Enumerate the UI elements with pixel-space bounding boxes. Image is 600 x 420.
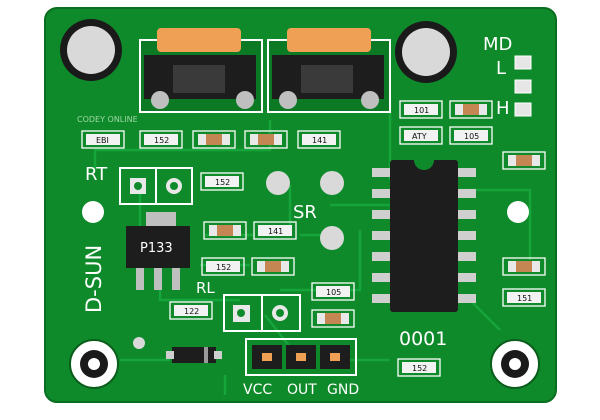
svg-text:151: 151 — [517, 294, 532, 303]
silk-serial-number: 0001 — [399, 328, 447, 350]
mounting-hole-bottom-left-center — [88, 358, 100, 370]
diode — [166, 347, 222, 363]
resistor-141-top: 141 — [297, 130, 341, 149]
silk-gnd-label: GND — [327, 382, 359, 398]
silk-l-label: L — [496, 58, 506, 79]
resistor-aty: ATY — [399, 126, 443, 145]
silk-out-label: OUT — [287, 382, 317, 398]
capacitor-smd-8 — [502, 257, 546, 276]
voltage-regulator: P133 — [126, 212, 190, 290]
capacitor-smd-1 — [192, 130, 236, 149]
resistor-105-right: 105 — [449, 126, 493, 145]
silk-h-label: H — [496, 98, 510, 119]
svg-text:105: 105 — [464, 132, 479, 141]
via-pad — [133, 337, 145, 349]
mounting-hole-left — [82, 201, 104, 223]
mounting-hole-right — [507, 201, 529, 223]
resistor-152-top: 152 — [139, 130, 183, 149]
regulator-label: P133 — [140, 241, 173, 256]
capacitor-smd-5 — [203, 221, 247, 240]
resistor-101: 101 — [399, 100, 443, 119]
potentiometer-right — [267, 28, 391, 113]
jumper-pads-md — [514, 55, 532, 117]
svg-text:152: 152 — [154, 136, 169, 145]
jumper-rt — [119, 167, 193, 205]
potentiometer-left — [139, 28, 263, 113]
capacitor-smd-7 — [311, 309, 355, 328]
resistor-151: 151 — [502, 288, 546, 307]
pin-header — [245, 338, 357, 376]
capacitor-smd-2 — [244, 130, 288, 149]
svg-text:105: 105 — [326, 288, 341, 297]
silk-rl-label: RL — [196, 279, 215, 297]
resistor-122: 122 — [169, 301, 213, 320]
capacitor-smd-4 — [502, 151, 546, 170]
silk-d-sun: D-SUN — [82, 245, 106, 313]
resistor-152-rt: 152 — [200, 172, 244, 191]
svg-text:101: 101 — [414, 106, 429, 115]
resistor-ebi: EBI — [81, 130, 125, 149]
svg-text:152: 152 — [215, 178, 230, 187]
mounting-hole-bottom-right-center — [509, 358, 521, 370]
svg-text:EBI: EBI — [96, 136, 109, 145]
resistor-105-bottom: 105 — [311, 282, 355, 301]
svg-text:ATY: ATY — [412, 132, 427, 141]
silk-md-label: MD — [483, 34, 512, 55]
svg-text:152: 152 — [216, 263, 231, 272]
capacitor-smd-6 — [251, 257, 295, 276]
resistor-141-mid: 141 — [253, 221, 297, 240]
capacitor-smd-3 — [449, 100, 493, 119]
svg-text:152: 152 — [412, 364, 427, 373]
resistor-152-bottom: 152 — [397, 358, 441, 377]
resistor-152-mid: 152 — [201, 257, 245, 276]
svg-text:141: 141 — [268, 227, 283, 236]
svg-text:122: 122 — [184, 307, 199, 316]
silk-codey-online: CODEY ONLINE — [77, 115, 138, 124]
capacitor-top-right-top — [402, 28, 450, 76]
silk-rt-label: RT — [85, 164, 108, 185]
capacitor-top-left-top — [67, 26, 115, 74]
sensor-pads — [266, 171, 344, 250]
silk-sr-label: SR — [293, 202, 317, 223]
silk-vcc-label: VCC — [243, 382, 272, 398]
main-ic-chip — [372, 160, 476, 312]
jumper-rl — [223, 294, 301, 332]
svg-text:141: 141 — [312, 136, 327, 145]
